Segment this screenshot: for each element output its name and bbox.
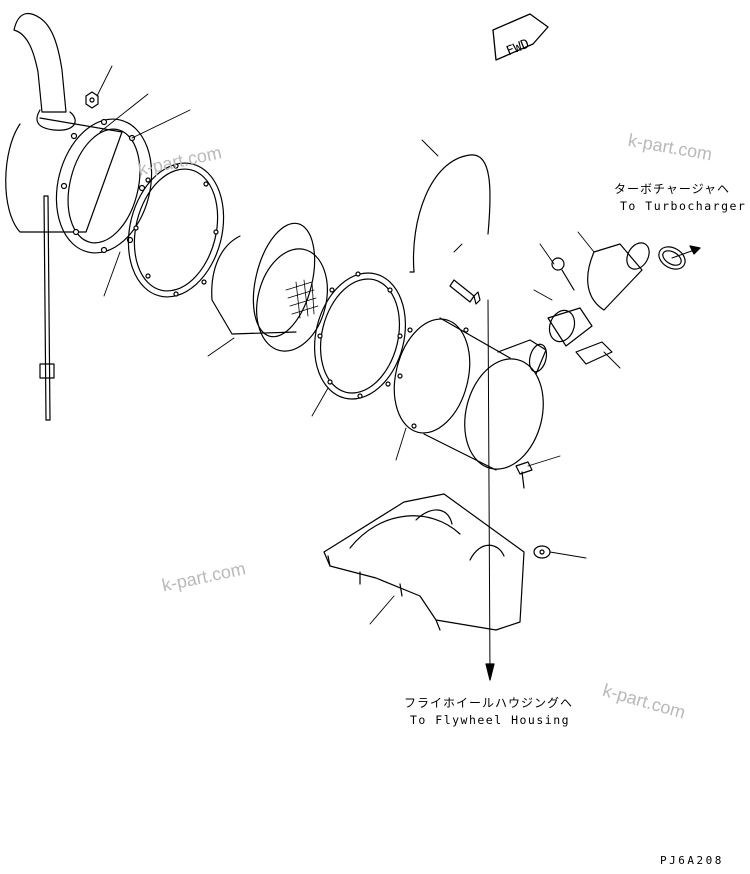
mesh-tube [211, 222, 328, 352]
flywheel-label-en: To Flywheel Housing [410, 713, 571, 727]
turbo-elbow [587, 242, 650, 311]
flywheel-label-jp: フライホイールハウジングヘ [404, 696, 574, 710]
fwd-arrow-icon: FWD [492, 13, 549, 61]
bolt-upper [449, 279, 481, 305]
drawing-code: PJ6A208 [660, 854, 724, 867]
clamp-rod [409, 154, 491, 273]
bolt-lower [515, 461, 533, 489]
gasket-center [313, 271, 407, 400]
muffler [5, 12, 153, 254]
nut [85, 91, 99, 109]
turbocharger-label-en: To Turbocharger [620, 199, 747, 213]
flywheel-direction-arrow [485, 299, 495, 681]
turbocharger-label-jp: ターボチャージャヘ [614, 182, 731, 196]
fwd-arrow-label: FWD [504, 37, 532, 60]
hose-clamp [658, 246, 686, 270]
silencer-body [393, 317, 548, 471]
clamp-plate [575, 341, 613, 365]
turbo-direction-arrow [671, 245, 701, 259]
bolt-small [551, 257, 575, 291]
mounting-bracket [323, 493, 525, 631]
muffler-bracket [39, 195, 55, 421]
saddle-clamp [547, 307, 593, 347]
washer [533, 545, 551, 559]
leader-lines [96, 65, 621, 625]
gasket-left [127, 162, 225, 298]
